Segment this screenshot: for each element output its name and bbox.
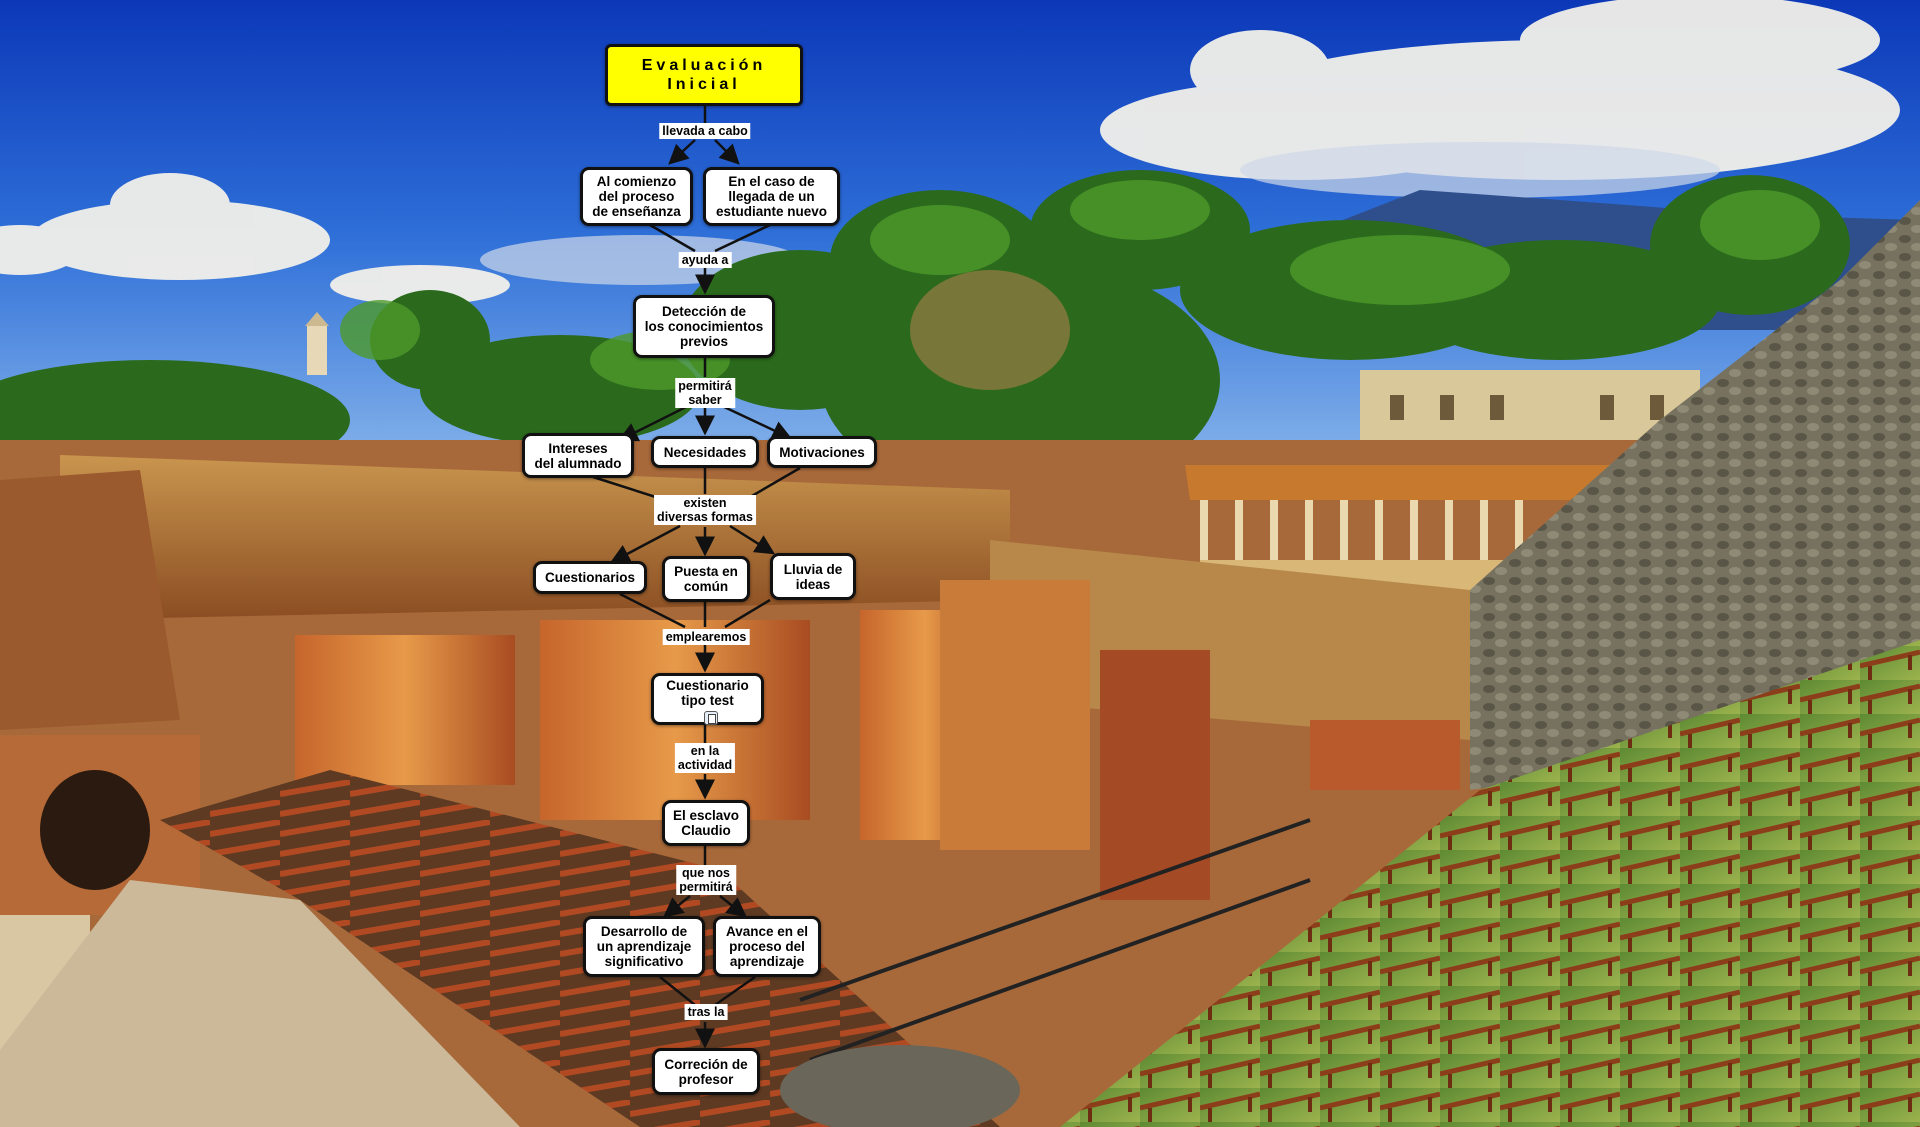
node-deteccion-conocimientos[interactable]: Detección de los conocimientos previos (633, 295, 775, 358)
link-que-nos-permitira: que nos permitirá (676, 865, 736, 895)
root-node-evaluacion-inicial[interactable]: Evaluación Inicial (605, 44, 803, 106)
node-intereses-alumnado[interactable]: Intereses del alumnado (522, 433, 634, 478)
edge-quenos-avance (720, 896, 745, 916)
node-estudiante-nuevo[interactable]: En el caso de llegada de un estudiante n… (703, 167, 840, 226)
node-lluvia-de-ideas[interactable]: Lluvia de ideas (770, 553, 856, 600)
edge-quenos-desarrollo (665, 896, 690, 916)
link-permitira-saber: permitirá saber (675, 378, 735, 408)
node-puesta-en-comun[interactable]: Puesta en común (662, 556, 750, 602)
node-correcion-profesor[interactable]: Correción de profesor (652, 1048, 760, 1095)
node-cuestionarios[interactable]: Cuestionarios (533, 561, 647, 594)
edge-avance-tras (715, 977, 755, 1005)
node-cuestionario-tipo-test[interactable]: Cuestionario tipo test (651, 673, 764, 725)
link-en-la-actividad: en la actividad (675, 743, 735, 773)
node-el-esclavo-claudio[interactable]: El esclavo Claudio (662, 800, 750, 846)
node-al-comienzo[interactable]: Al comienzo del proceso de enseñanza (580, 167, 693, 226)
node-desarrollo-aprendizaje[interactable]: Desarrollo de un aprendizaje significati… (583, 916, 705, 977)
link-existen-diversas-formas: existen diversas formas (654, 495, 756, 525)
node-avance-proceso[interactable]: Avance en el proceso del aprendizaje (713, 916, 821, 977)
node-cuestionario-tipo-test-label: Cuestionario tipo test (666, 678, 749, 708)
node-necesidades[interactable]: Necesidades (651, 436, 759, 468)
edge-llevada-comienzo (670, 140, 695, 163)
link-emplearemos: emplearemos (663, 629, 750, 645)
edge-lluvia-emplearemos (725, 600, 770, 627)
edge-existen-lluvia (730, 526, 773, 553)
edge-estudiante-ayuda (715, 225, 770, 251)
edge-permitira-motivaciones (720, 405, 790, 438)
link-llevada-a-cabo: llevada a cabo (659, 123, 750, 139)
node-motivaciones[interactable]: Motivaciones (767, 436, 877, 468)
edge-desarrollo-tras (660, 977, 695, 1005)
link-ayuda-a: ayuda a (679, 252, 732, 268)
edge-comienzo-ayuda (650, 225, 695, 251)
edge-llevada-estudiante (715, 140, 738, 163)
document-attachment-icon[interactable] (704, 711, 718, 725)
link-tras-la: tras la (685, 1004, 728, 1020)
